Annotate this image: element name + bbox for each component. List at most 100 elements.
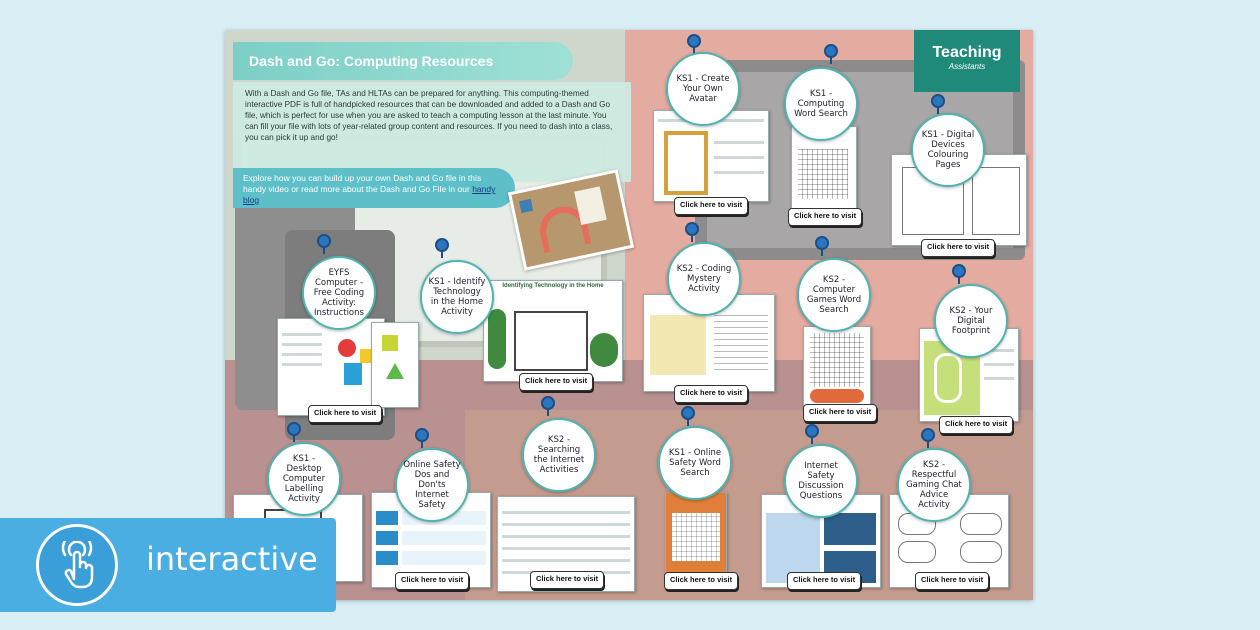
thumb-line — [502, 535, 630, 538]
resource-card-ks1-colouring[interactable]: KS1 - Digital Devices Colouring Pages — [911, 113, 985, 187]
colouring-image — [972, 167, 1020, 235]
resource-card-ks2-gaming-chat[interactable]: KS2 - Respectful Gaming Chat Advice Acti… — [897, 448, 971, 522]
visit-button-ks2-coding[interactable]: Click here to visit — [674, 385, 749, 403]
touch-hand-icon — [61, 541, 94, 589]
visit-button-ks2-footprint[interactable]: Click here to visit — [939, 416, 1014, 434]
pin-icon — [541, 396, 555, 416]
interactive-pdf-page: Dash and Go: Computing Resources With a … — [225, 30, 1033, 600]
thumb-line — [984, 349, 1014, 352]
resource-thumbnail[interactable] — [653, 110, 769, 202]
pin-icon — [931, 94, 945, 114]
shape-circle — [338, 339, 356, 357]
thumb-line — [714, 171, 764, 174]
pin-icon — [287, 422, 301, 442]
speech-bubble — [960, 513, 1002, 535]
pin-icon — [824, 44, 838, 64]
speech-bubble — [898, 541, 936, 563]
resource-thumbnail[interactable]: Identifying Technology in the Home — [483, 280, 623, 382]
resource-card-ks2-coding[interactable]: KS2 - Coding Mystery Activity — [667, 242, 741, 316]
safety-image — [376, 551, 398, 565]
thumb-line — [714, 156, 764, 159]
safety-image — [376, 531, 398, 545]
pin-icon — [685, 222, 699, 242]
coding-table — [714, 315, 768, 375]
pin-icon — [681, 406, 695, 426]
safety-text-box — [402, 551, 486, 565]
word-grid — [810, 333, 864, 387]
resource-thumbnail[interactable] — [277, 318, 385, 416]
resource-card-ks1-identify[interactable]: KS1 - Identify Technology in the Home Ac… — [420, 260, 494, 334]
shape-square — [344, 363, 362, 385]
resource-card-eyfs-coding[interactable]: EYFS Computer - Free Coding Activity: In… — [302, 256, 376, 330]
coding-panel — [650, 315, 706, 375]
resource-thumbnail[interactable] — [803, 326, 871, 410]
visit-button-eyfs-coding[interactable]: Click here to visit — [308, 405, 383, 423]
shape-triangle — [386, 363, 404, 379]
resource-card-online-safety-dos[interactable]: Online Safety Dos and Don'ts Internet Sa… — [395, 448, 469, 522]
pin-icon — [415, 428, 429, 448]
interactive-badge: interactive — [0, 518, 336, 612]
resource-card-ks1-avatar[interactable]: KS1 - Create Your Own Avatar — [666, 52, 740, 126]
thumb-line — [984, 363, 1014, 366]
pin-icon — [435, 238, 449, 258]
intro-text: With a Dash and Go file, TAs and HLTAs c… — [233, 82, 631, 182]
resource-card-ks2-games[interactable]: KS2 - Computer Games Word Search — [797, 258, 871, 332]
thumb-line — [282, 343, 322, 346]
page-title: Dash and Go: Computing Resources — [233, 42, 573, 80]
shape-pentagon — [382, 335, 398, 351]
tree-drawing — [488, 309, 506, 369]
house-drawing — [514, 311, 588, 371]
frame-shape — [664, 131, 708, 195]
photo-card — [518, 198, 534, 214]
speech-bubble — [960, 541, 1002, 563]
visit-button-online-safety-dos[interactable]: Click here to visit — [395, 572, 470, 590]
logo-sub-text: Assistants — [948, 62, 986, 71]
thumb-line — [282, 353, 322, 356]
discussion-panel — [766, 513, 820, 583]
pin-icon — [921, 428, 935, 448]
thumb-line — [502, 523, 630, 526]
visit-button-internet-safety[interactable]: Click here to visit — [787, 572, 862, 590]
resource-card-ks1-desktop[interactable]: KS1 - Desktop Computer Labelling Activit… — [267, 442, 341, 516]
thumb-line — [502, 559, 630, 562]
resource-card-ks2-searching[interactable]: KS2 - Searching the Internet Activities — [522, 418, 596, 492]
word-grid — [798, 149, 848, 199]
thumb-line — [282, 333, 322, 336]
photo-card — [574, 186, 607, 225]
visit-button-ks1-identify[interactable]: Click here to visit — [519, 373, 594, 391]
resource-card-ks1-online-safety[interactable]: KS1 - Online Safety Word Search — [658, 426, 732, 500]
logo-main-text: Teaching — [932, 44, 1002, 61]
pin-icon — [805, 424, 819, 444]
handy-blog-link[interactable]: handy blog — [243, 184, 496, 205]
thumb-line — [502, 511, 630, 514]
pin-icon — [317, 234, 331, 254]
touch-icon-circle — [36, 524, 118, 606]
tree-drawing — [590, 333, 618, 367]
visit-button-ks1-online-safety[interactable]: Click here to visit — [664, 572, 739, 590]
word-grid — [672, 513, 720, 561]
pin-icon — [952, 264, 966, 284]
teaching-assistants-logo: Teaching Assistants — [914, 30, 1020, 92]
thumb-line — [714, 141, 764, 144]
visit-button-ks2-games[interactable]: Click here to visit — [803, 404, 878, 422]
shape-square — [360, 349, 374, 363]
safety-text-box — [402, 531, 486, 545]
thumb-title: Identifying Technology in the Home — [502, 283, 604, 289]
explore-text: Explore how you can build up your own Da… — [243, 173, 482, 194]
resource-thumbnail[interactable] — [371, 322, 419, 408]
visit-button-ks1-avatar[interactable]: Click here to visit — [674, 197, 749, 215]
safety-image — [376, 511, 398, 525]
visit-button-ks2-searching[interactable]: Click here to visit — [530, 571, 605, 589]
resource-thumbnail[interactable] — [643, 294, 775, 392]
interactive-label: interactive — [146, 540, 318, 578]
resource-card-internet-safety[interactable]: Internet Safety Discussion Questions — [784, 444, 858, 518]
pin-icon — [687, 34, 701, 54]
discussion-card — [824, 513, 876, 545]
resource-card-ks2-footprint[interactable]: KS2 - Your Digital Footprint — [934, 284, 1008, 358]
explore-banner: Explore how you can build up your own Da… — [233, 168, 515, 208]
visit-button-ks2-gaming-chat[interactable]: Click here to visit — [915, 572, 990, 590]
resource-card-ks1-word-search[interactable]: KS1 - Computing Word Search — [784, 67, 858, 141]
visit-button-ks1-colouring[interactable]: Click here to visit — [921, 239, 996, 257]
visit-button-ks1-word-search[interactable]: Click here to visit — [788, 208, 863, 226]
pin-icon — [815, 236, 829, 256]
